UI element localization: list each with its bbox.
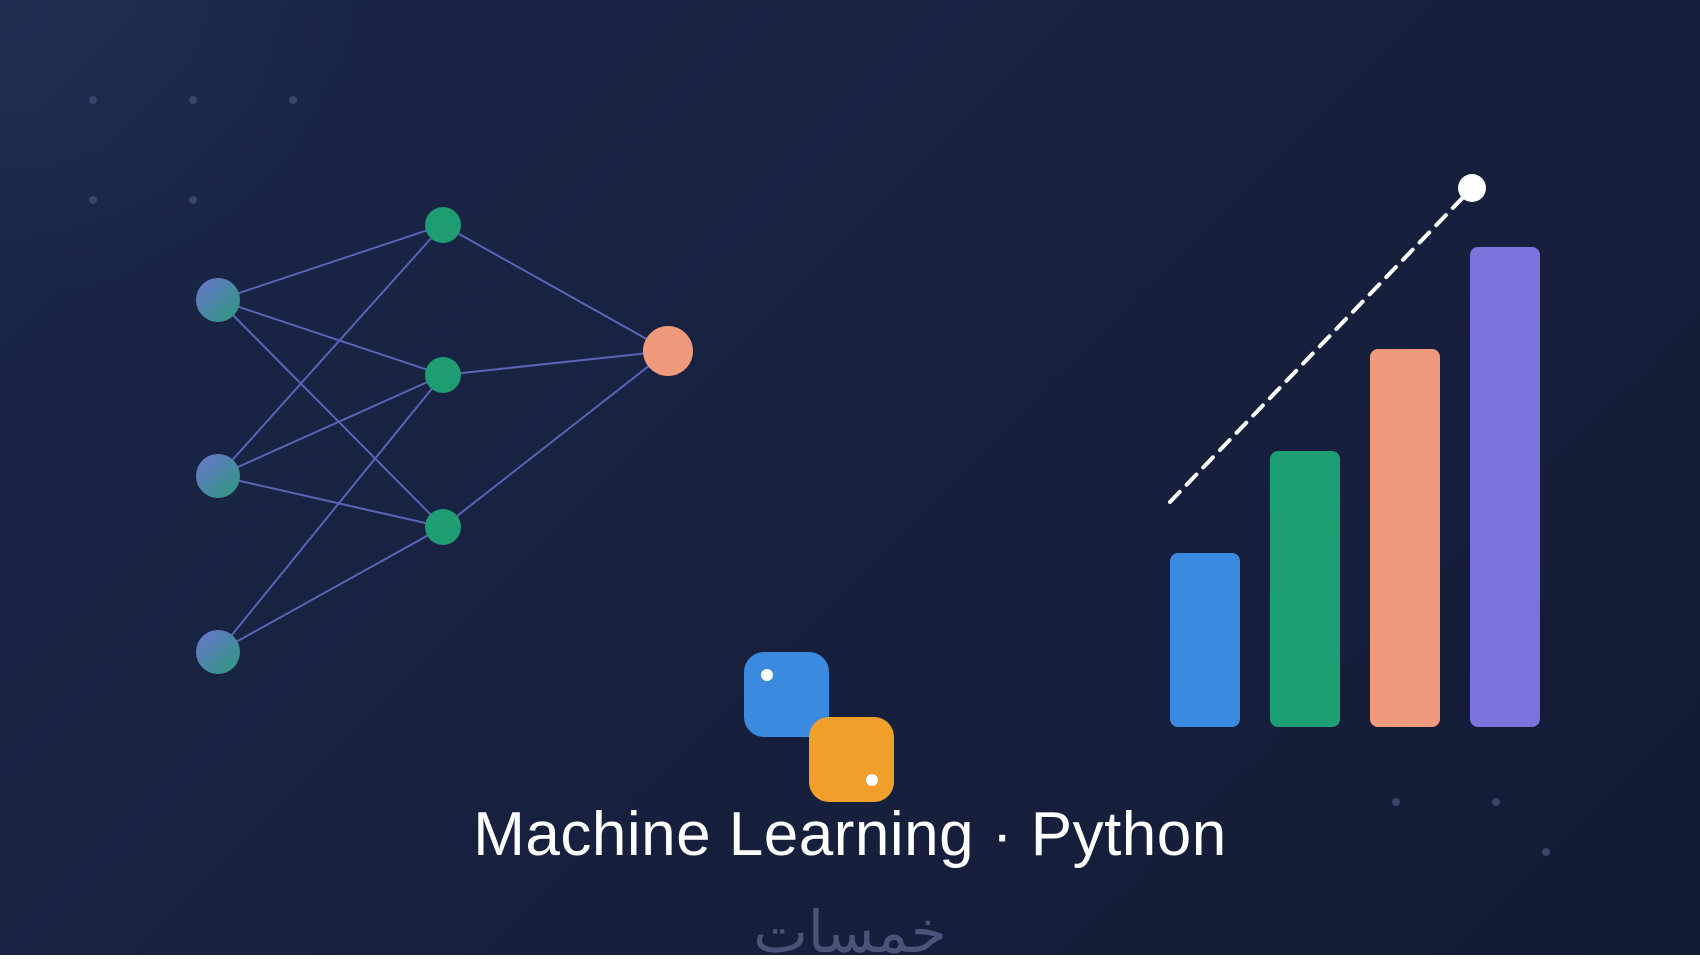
decor-dot [1392, 798, 1400, 806]
neural-network-icon [196, 207, 693, 674]
python-logo-eye [761, 669, 773, 681]
network-edge [217, 299, 444, 528]
network-edge [442, 350, 669, 376]
decor-dot [289, 96, 297, 104]
python-logo-icon [744, 652, 894, 802]
chart-bar [1370, 349, 1440, 727]
chart-bar [1270, 451, 1340, 727]
decor-dot [89, 196, 97, 204]
chart-bar [1170, 553, 1240, 727]
input-node [196, 278, 240, 322]
network-edge [442, 350, 669, 528]
hidden-node [425, 357, 461, 393]
python-logo-eye [866, 774, 878, 786]
chart-bar [1470, 247, 1540, 727]
network-edge [217, 224, 444, 301]
python-logo-orange-square [809, 717, 894, 802]
input-node [196, 454, 240, 498]
decorative-dots [89, 96, 1550, 856]
watermark: خمسات [753, 900, 947, 965]
network-edge [217, 374, 444, 653]
decor-dot [1492, 798, 1500, 806]
network-edge [217, 299, 444, 376]
network-edge [217, 224, 444, 477]
network-edge [217, 374, 444, 477]
network-edge [442, 224, 669, 352]
hidden-node [425, 207, 461, 243]
decor-dot [89, 96, 97, 104]
input-node [196, 630, 240, 674]
network-edges [217, 224, 669, 653]
output-node [643, 326, 693, 376]
trend-point [1458, 174, 1486, 202]
decor-dot [1542, 848, 1550, 856]
decor-dot [189, 196, 197, 204]
network-edge [217, 475, 444, 528]
banner-title: Machine Learning · Python [473, 800, 1227, 869]
decor-dot [189, 96, 197, 104]
network-edge [217, 526, 444, 653]
corner-glow [0, 0, 360, 300]
hidden-node [425, 509, 461, 545]
trend-line [1168, 186, 1474, 504]
bar-chart-icon [1168, 174, 1540, 727]
